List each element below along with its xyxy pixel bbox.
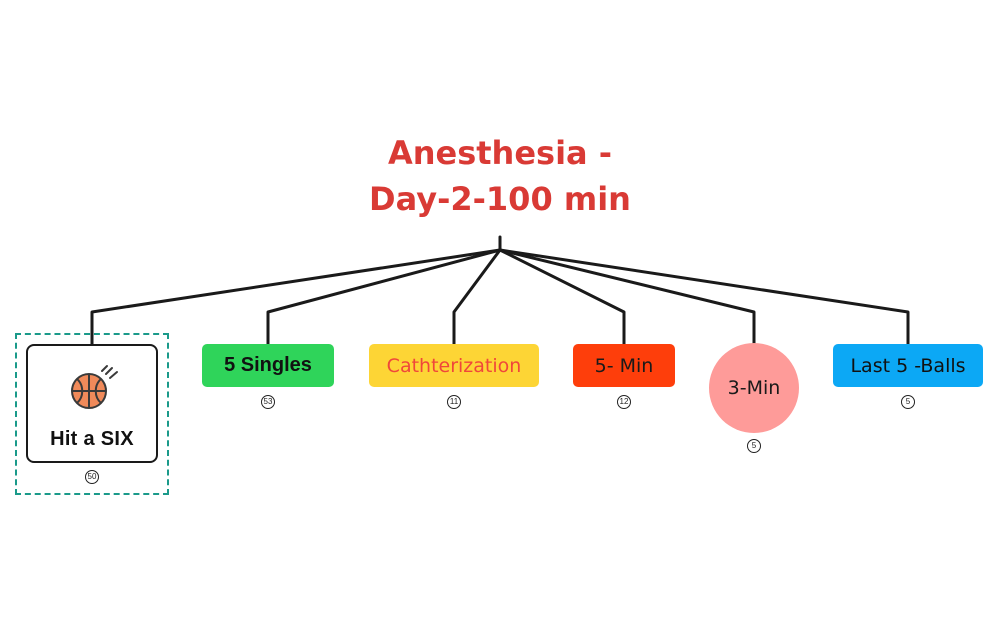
node-label: 5- Min bbox=[594, 354, 654, 377]
basketball-icon bbox=[71, 365, 118, 409]
count-badge: 12 bbox=[617, 395, 631, 409]
count-badge: 5 bbox=[747, 439, 761, 453]
count-badge: 50 bbox=[85, 470, 99, 484]
node-label: 3-Min bbox=[727, 377, 781, 399]
node-5-singles[interactable]: 5 Singles bbox=[202, 344, 334, 387]
root-topic[interactable]: Anesthesia - Day-2-100 min bbox=[300, 130, 700, 222]
node-hit-a-six[interactable]: Hit a SIX bbox=[26, 344, 158, 463]
node-label: Cathterization bbox=[386, 354, 522, 377]
count-badge: 11 bbox=[447, 395, 461, 409]
count-badge: 53 bbox=[261, 395, 275, 409]
node-label: Hit a SIX bbox=[50, 428, 134, 450]
root-title-line-2: Day-2-100 min bbox=[369, 180, 631, 218]
connector-cathterization bbox=[452, 248, 502, 346]
selection-frame bbox=[15, 333, 169, 495]
connector-5-singles bbox=[266, 248, 502, 346]
node-label: Last 5 -Balls bbox=[850, 354, 966, 377]
node-5-min[interactable]: 5- Min bbox=[573, 344, 675, 387]
node-cathterization[interactable]: Cathterization bbox=[369, 344, 539, 387]
count-badge: 5 bbox=[901, 395, 915, 409]
connector-3-min bbox=[498, 248, 756, 346]
node-label: 5 Singles bbox=[224, 354, 312, 376]
node-3-min[interactable]: 3-Min bbox=[709, 343, 799, 433]
node-last-5-balls[interactable]: Last 5 -Balls bbox=[833, 344, 983, 387]
connector-last-5-balls bbox=[498, 248, 910, 346]
root-title-line-1: Anesthesia - bbox=[387, 134, 613, 172]
connector-hit-a-six bbox=[90, 248, 502, 346]
connector-5-min bbox=[498, 248, 626, 346]
